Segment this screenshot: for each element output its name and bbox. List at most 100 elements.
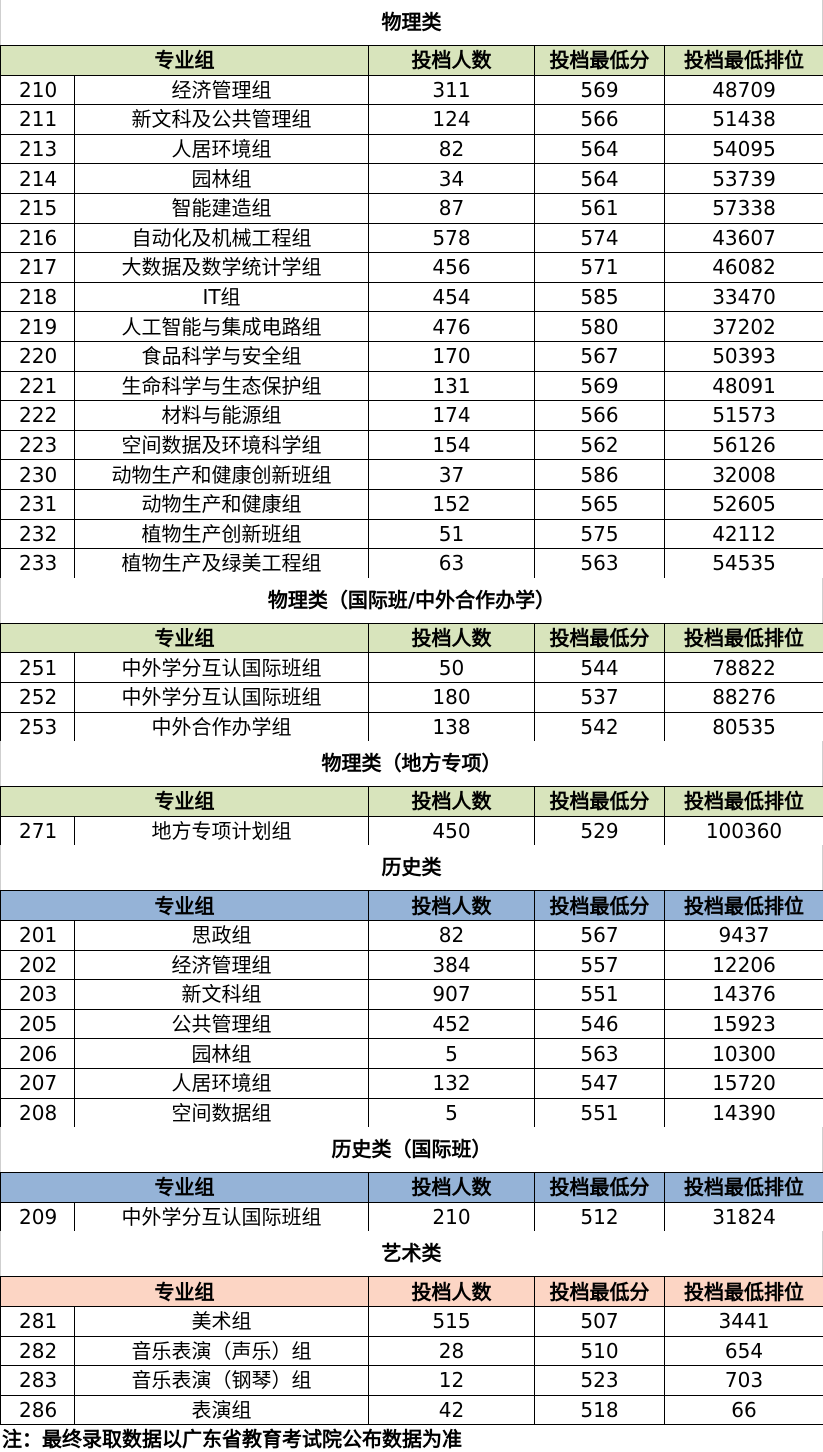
group-name: 植物生产创新班组 [74,518,369,550]
header-count: 投档人数 [368,45,535,76]
header-min-rank: 投档最低排位 [664,786,823,817]
min-score: 574 [534,222,665,254]
admit-count: 450 [368,815,535,847]
min-score: 575 [534,518,665,550]
header-min-rank: 投档最低排位 [664,890,823,921]
min-score: 586 [534,459,665,490]
header-min-score: 投档最低分 [534,1276,665,1307]
section-title: 历史类（国际班） [0,1127,823,1173]
min-score: 569 [534,74,665,106]
group-name: 经济管理组 [74,74,369,106]
group-name: 中外合作办学组 [74,711,369,743]
table-header-row: 专业组投档人数投档最低分投档最低排位 [0,890,823,921]
min-rank: 14376 [664,979,823,1010]
group-code: 252 [0,681,75,713]
table-header-row: 专业组投档人数投档最低分投档最低排位 [0,1276,823,1307]
group-code: 213 [0,133,75,165]
min-rank: 57338 [664,192,823,224]
group-code: 209 [0,1201,75,1233]
group-code: 253 [0,711,75,743]
group-code: 231 [0,488,75,520]
group-name: 人工智能与集成电路组 [74,311,369,342]
min-rank: 52605 [664,488,823,520]
header-count: 投档人数 [368,890,535,921]
min-rank: 48709 [664,74,823,106]
admit-count: 452 [368,1008,535,1040]
header-min-rank: 投档最低排位 [664,1172,823,1203]
min-score: 561 [534,192,665,224]
min-score: 529 [534,815,665,847]
group-code: 283 [0,1365,75,1396]
header-min-score: 投档最低分 [534,622,665,654]
group-name: 人居环境组 [74,1067,369,1099]
admit-count: 311 [368,74,535,106]
group-code: 286 [0,1394,75,1426]
group-name: 空间数据及环境科学组 [74,429,369,461]
admit-count: 51 [368,518,535,550]
min-rank: 12206 [664,949,823,981]
min-rank: 654 [664,1335,823,1367]
min-rank: 9437 [664,919,823,951]
group-name: 园林组 [74,163,369,194]
admit-count: 124 [368,104,535,135]
group-name: 自动化及机械工程组 [74,222,369,254]
admit-count: 578 [368,222,535,254]
admit-count: 456 [368,252,535,283]
min-score: 567 [534,340,665,372]
group-name: 音乐表演（声乐）组 [74,1335,369,1367]
group-name: 新文科组 [74,979,369,1010]
group-code: 233 [0,548,75,579]
admit-count: 210 [368,1201,535,1233]
admit-count: 907 [368,979,535,1010]
admit-count: 170 [368,340,535,372]
group-code: 251 [0,652,75,683]
min-rank: 33470 [664,281,823,313]
min-rank: 48091 [664,370,823,402]
group-code: 206 [0,1038,75,1069]
group-code: 211 [0,104,75,135]
min-rank: 703 [664,1365,823,1396]
min-rank: 15923 [664,1008,823,1040]
admit-count: 515 [368,1305,535,1337]
min-score: 569 [534,370,665,402]
group-code: 215 [0,192,75,224]
group-name: 动物生产和健康创新班组 [74,459,369,490]
header-min-score: 投档最低分 [534,1172,665,1203]
min-rank: 10300 [664,1038,823,1069]
header-group: 专业组 [0,890,369,921]
section-title: 物理类（国际班/中外合作办学） [0,577,823,623]
section-title: 艺术类 [0,1231,823,1277]
group-name: 新文科及公共管理组 [74,104,369,135]
header-count: 投档人数 [368,1172,535,1203]
min-rank: 88276 [664,681,823,713]
group-code: 214 [0,163,75,194]
min-rank: 3441 [664,1305,823,1337]
group-name: 公共管理组 [74,1008,369,1040]
group-name: 地方专项计划组 [74,815,369,847]
header-group: 专业组 [0,45,369,76]
min-rank: 100360 [664,815,823,847]
group-code: 230 [0,459,75,490]
header-min-score: 投档最低分 [534,45,665,76]
group-code: 210 [0,74,75,106]
group-code: 216 [0,222,75,254]
admit-count: 454 [368,281,535,313]
